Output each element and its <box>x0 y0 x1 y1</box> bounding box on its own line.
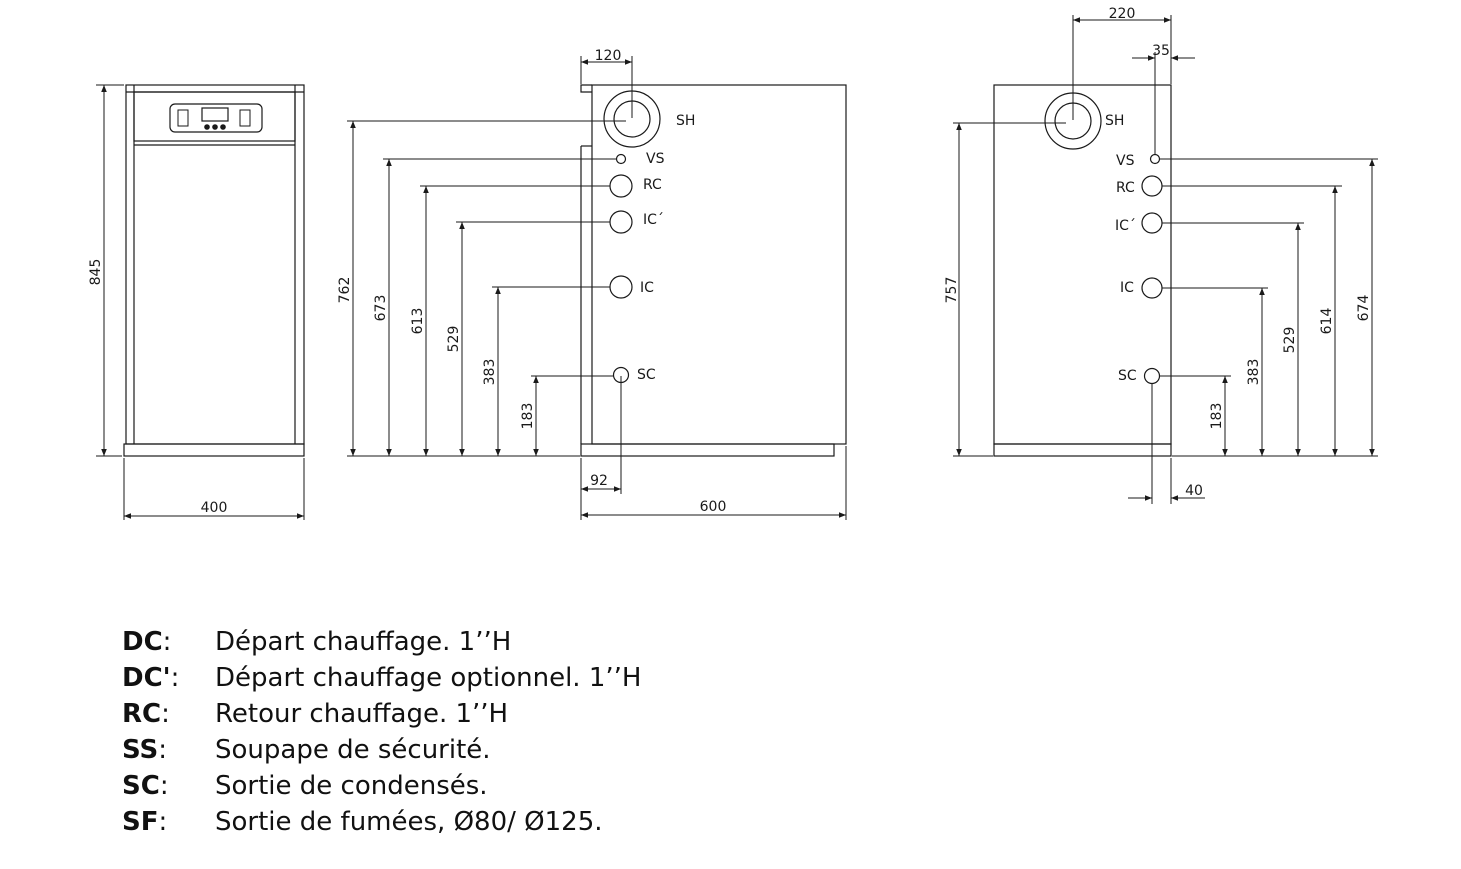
legend-description: Sortie de fumées, Ø80/ Ø125. <box>215 807 603 837</box>
legend-description: Départ chauffage. 1’’H <box>215 627 512 657</box>
rear-view: SH VS RC IC´ IC SC 757 183 383 529 614 6… <box>944 6 1378 504</box>
side-width-value: 600 <box>700 499 727 515</box>
legend: DC: Départ chauffage. 1’’H DC': Départ c… <box>122 624 641 840</box>
legend-row-sc: SC: Sortie de condensés. <box>122 768 641 804</box>
rear-label-vs: VS <box>1116 153 1135 169</box>
front-display-screen <box>201 107 229 122</box>
side-bottom-offset-value: 92 <box>590 473 608 489</box>
side-rc-connection <box>609 174 633 198</box>
front-button-3 <box>220 124 226 130</box>
legend-description: Soupape de sécurité. <box>215 735 491 765</box>
legend-code: SF <box>122 807 159 837</box>
side-label-vs: VS <box>646 151 665 167</box>
side-label-rc: RC <box>643 177 662 193</box>
legend-code: RC <box>122 699 162 729</box>
rear-height-529: 529 <box>1282 327 1298 354</box>
legend-code: DC <box>122 627 163 657</box>
rear-height-183: 183 <box>1209 403 1225 430</box>
rear-height-674: 674 <box>1356 295 1372 322</box>
front-base-plinth <box>123 443 305 457</box>
side-height-383: 383 <box>482 359 498 386</box>
legend-row-dc: DC: Départ chauffage. 1’’H <box>122 624 641 660</box>
side-view: SH VS RC IC´ IC SC 762 673 613 529 383 1… <box>337 48 847 520</box>
legend-key: SF: <box>122 807 168 837</box>
side-ic-connection <box>609 275 633 299</box>
legend-key: DC: <box>122 627 172 657</box>
rear-body-outline <box>993 84 1172 445</box>
side-height-613: 613 <box>410 308 426 335</box>
rear-rc-connection <box>1141 175 1163 197</box>
front-button-2 <box>212 124 218 130</box>
legend-row-sf: SF: Sortie de fumées, Ø80/ Ø125. <box>122 804 641 840</box>
rear-bottom-offset-value: 40 <box>1185 483 1203 499</box>
side-label-ic: IC <box>640 280 654 296</box>
legend-row-ss: SS: Soupape de sécurité. <box>122 732 641 768</box>
legend-key: RC: <box>122 699 170 729</box>
rear-ic-connection <box>1141 277 1163 299</box>
rear-label-sc: SC <box>1118 368 1137 384</box>
legend-code: DC' <box>122 663 171 693</box>
side-height-183: 183 <box>520 403 536 430</box>
front-display-module <box>169 103 263 133</box>
side-body-outline <box>591 84 847 445</box>
front-body-outline <box>125 84 305 445</box>
legend-key: SS: <box>122 735 168 765</box>
side-vs-connection <box>615 153 627 165</box>
front-right-switch <box>239 109 251 127</box>
side-height-529: 529 <box>446 326 462 353</box>
legend-key: DC': <box>122 663 180 693</box>
rear-sc-connection <box>1143 367 1161 385</box>
legend-description: Retour chauffage. 1’’H <box>215 699 509 729</box>
rear-height-614: 614 <box>1319 308 1335 335</box>
legend-row-rc: RC: Retour chauffage. 1’’H <box>122 696 641 732</box>
legend-code: SC <box>122 771 160 801</box>
side-label-sc: SC <box>637 367 656 383</box>
side-base-plinth <box>580 443 835 457</box>
side-ic-prime-connection <box>609 210 633 234</box>
front-button-1 <box>204 124 210 130</box>
rear-height-757: 757 <box>944 277 960 304</box>
front-width-value: 400 <box>201 500 228 516</box>
rear-vs-connection <box>1149 153 1161 165</box>
rear-top-large-value: 220 <box>1109 6 1136 22</box>
rear-base-plinth <box>993 443 1172 457</box>
legend-description: Départ chauffage optionnel. 1’’H <box>215 663 642 693</box>
rear-top-small-value: 35 <box>1152 43 1170 59</box>
rear-label-rc: RC <box>1116 180 1135 196</box>
legend-description: Sortie de condensés. <box>215 771 488 801</box>
front-control-panel <box>133 91 296 142</box>
side-label-sh: SH <box>676 113 695 129</box>
side-top-offset-value: 120 <box>595 48 622 64</box>
rear-height-383: 383 <box>1246 359 1262 386</box>
legend-key: SC: <box>122 771 169 801</box>
legend-code: SS <box>122 735 159 765</box>
legend-row-dc-prime: DC': Départ chauffage optionnel. 1’’H <box>122 660 641 696</box>
rear-ic-prime-connection <box>1141 212 1163 234</box>
front-view: 845 400 <box>88 84 305 520</box>
side-height-673: 673 <box>373 295 389 322</box>
side-height-762: 762 <box>337 277 353 304</box>
side-label-ic-prime: IC´ <box>643 212 664 228</box>
rear-label-sh: SH <box>1105 113 1124 129</box>
rear-label-ic-prime: IC´ <box>1115 218 1136 234</box>
rear-label-ic: IC <box>1120 280 1134 296</box>
front-height-value: 845 <box>88 259 104 286</box>
side-top-lip <box>580 84 592 93</box>
front-left-switch <box>177 109 189 127</box>
